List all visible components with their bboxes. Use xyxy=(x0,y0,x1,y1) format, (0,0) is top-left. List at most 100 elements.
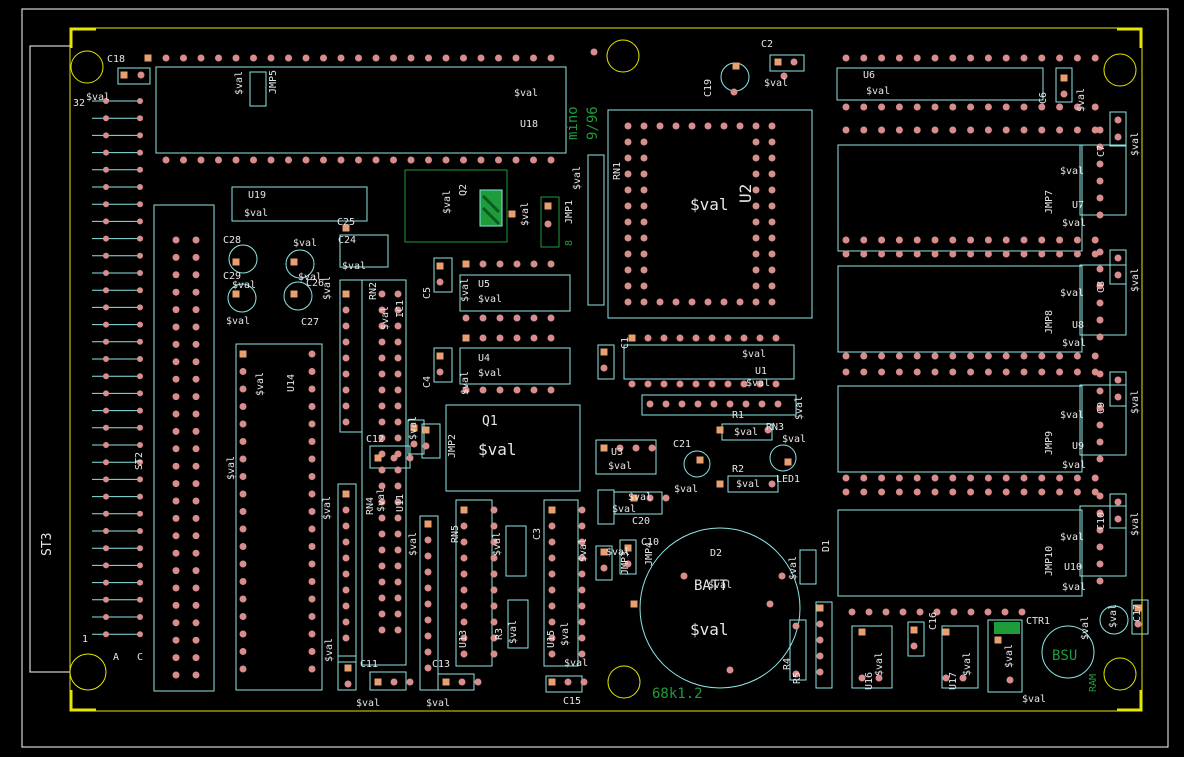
pad xyxy=(1091,474,1099,482)
ref-c17: C17 xyxy=(1132,604,1143,622)
silk-outline xyxy=(815,601,833,689)
pad xyxy=(424,568,432,576)
pad xyxy=(394,402,402,410)
pad xyxy=(308,525,316,533)
pad xyxy=(172,393,180,401)
pad xyxy=(490,554,498,562)
value-placeholder: $val xyxy=(442,190,453,214)
silk-circle xyxy=(227,283,257,313)
value-placeholder: $val xyxy=(478,440,517,459)
ref-u19: U19 xyxy=(248,190,266,201)
pad xyxy=(949,474,957,482)
silk-outline xyxy=(361,279,407,666)
pad xyxy=(1096,543,1104,551)
silk-outline xyxy=(597,344,615,380)
pad xyxy=(913,474,921,482)
pad-square xyxy=(436,262,444,270)
value-placeholder: $val xyxy=(460,371,471,395)
connector-pad xyxy=(137,459,143,466)
pad xyxy=(267,156,275,164)
pad xyxy=(1114,498,1122,506)
pad xyxy=(460,538,468,546)
pad xyxy=(460,54,467,62)
pad xyxy=(624,560,632,568)
ref-u15: U15 xyxy=(546,630,557,648)
value-placeholder: $val xyxy=(1062,218,1086,229)
value-placeholder: $val xyxy=(1062,582,1086,593)
pad xyxy=(548,586,556,594)
pad xyxy=(548,522,556,530)
pad xyxy=(1096,438,1104,446)
pad xyxy=(967,474,975,482)
pad xyxy=(378,482,386,490)
pad xyxy=(1056,103,1064,111)
pad xyxy=(394,594,402,602)
silk-outline xyxy=(789,619,807,681)
pad xyxy=(931,103,939,111)
pad xyxy=(378,290,386,298)
silk-outline xyxy=(837,385,1083,473)
pad xyxy=(192,671,200,679)
silk-outline xyxy=(445,404,581,492)
ref-u8: U8 xyxy=(1072,320,1084,331)
pad xyxy=(860,126,868,134)
pad xyxy=(342,634,350,642)
pad xyxy=(378,386,386,394)
connector-pad xyxy=(103,287,109,294)
ref-u10: U10 xyxy=(1064,562,1082,573)
pad xyxy=(1056,126,1064,134)
connector-pad xyxy=(137,545,143,552)
pad xyxy=(320,54,327,62)
pad xyxy=(424,664,432,672)
silk-outline xyxy=(437,673,475,691)
connector-pad xyxy=(103,218,109,225)
value-placeholder: $val xyxy=(324,638,335,662)
connector-pin-last: 32 xyxy=(73,98,85,109)
mounting-hole xyxy=(70,50,104,84)
value-placeholder: $val xyxy=(86,92,110,103)
pad xyxy=(490,586,498,594)
pad xyxy=(424,616,432,624)
pad xyxy=(768,480,776,488)
ref-c26: C26 xyxy=(306,278,324,289)
silk-outline xyxy=(1079,384,1127,456)
pad xyxy=(624,202,632,210)
pad xyxy=(1096,143,1104,151)
connector-pad xyxy=(103,149,109,156)
pad xyxy=(239,665,247,673)
pad xyxy=(676,334,684,342)
value-placeholder: $val xyxy=(612,504,636,515)
pad xyxy=(708,334,716,342)
pad xyxy=(302,54,310,62)
pad xyxy=(490,522,498,530)
pad xyxy=(676,380,684,388)
pad xyxy=(407,156,415,164)
pad xyxy=(678,400,686,408)
pad-square xyxy=(462,334,470,342)
pad xyxy=(913,54,921,62)
pad xyxy=(495,156,502,164)
value-placeholder: $val xyxy=(1062,338,1086,349)
silk-outline xyxy=(433,347,453,383)
pad xyxy=(730,88,738,96)
pad xyxy=(192,410,200,418)
connector-pad xyxy=(137,390,143,397)
pad-square xyxy=(910,626,918,634)
ref-ic1: IC1 xyxy=(395,300,406,318)
pad xyxy=(1073,54,1081,62)
pad xyxy=(967,352,975,360)
pad xyxy=(394,290,402,298)
ref-r2: R2 xyxy=(732,464,744,475)
pad xyxy=(672,298,680,306)
pad-square xyxy=(232,258,240,266)
connector-pad xyxy=(137,407,143,414)
silk-circle xyxy=(639,527,801,689)
pad xyxy=(752,170,760,178)
pad xyxy=(646,494,654,502)
pad xyxy=(768,202,776,210)
pad xyxy=(768,266,776,274)
connector-pad xyxy=(137,115,143,122)
pad xyxy=(624,282,632,290)
pad-square xyxy=(600,548,608,556)
pad xyxy=(913,236,921,244)
